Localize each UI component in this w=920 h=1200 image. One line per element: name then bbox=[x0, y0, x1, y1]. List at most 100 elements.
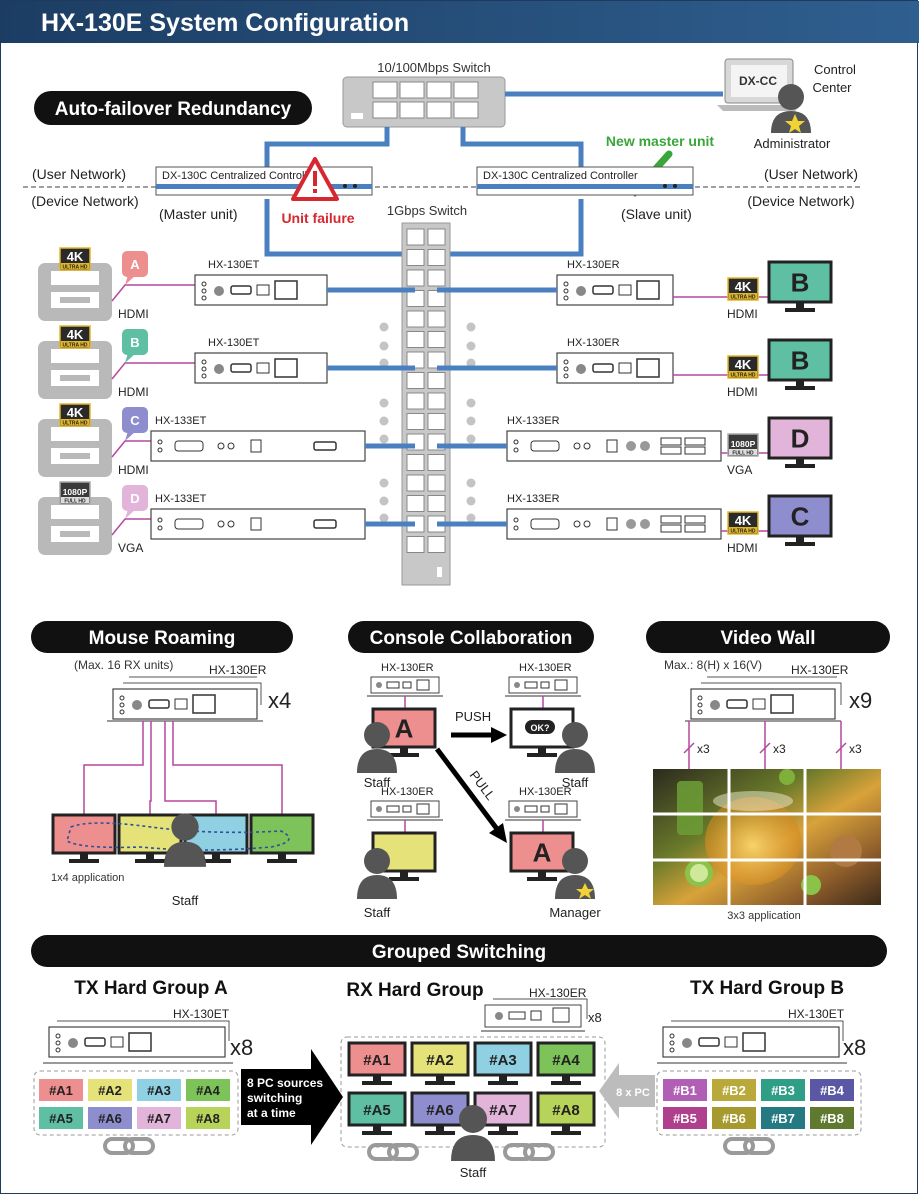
rj45-port bbox=[742, 1032, 766, 1052]
dot bbox=[379, 478, 389, 488]
pc-slot bbox=[60, 297, 90, 303]
switching-arrow: 8 PC sources switching at a time bbox=[241, 1049, 343, 1145]
source-port-label: HDMI bbox=[118, 307, 149, 321]
pull-arrow-head bbox=[489, 823, 507, 843]
source-bubble: D bbox=[122, 485, 148, 519]
dot bbox=[466, 322, 476, 332]
switch-1g-port bbox=[427, 249, 446, 266]
switch-1g-port bbox=[406, 474, 425, 492]
dxcc-label: DX-CC bbox=[739, 74, 777, 88]
usb-port bbox=[402, 805, 412, 813]
rj45-port bbox=[416, 679, 430, 691]
monitor-neck bbox=[796, 537, 804, 543]
badge-text: 4K bbox=[735, 357, 752, 372]
badge-text: 4K bbox=[67, 327, 84, 342]
console-model-label: HX-130ER bbox=[519, 662, 572, 674]
unit-led bbox=[563, 359, 569, 365]
switch-1g-port bbox=[406, 331, 425, 348]
switch-1g-slot bbox=[437, 567, 442, 577]
rj45-port bbox=[192, 694, 216, 714]
monitor-base bbox=[267, 859, 297, 863]
source-tile bbox=[137, 1107, 181, 1129]
source-tile-label: #B5 bbox=[673, 1111, 697, 1126]
switch-1g-port bbox=[427, 474, 446, 492]
hdmi-port bbox=[726, 699, 748, 709]
monitor-neck bbox=[796, 459, 804, 465]
hx130er-unit bbox=[690, 688, 836, 720]
rj45-port bbox=[552, 1007, 570, 1023]
section-title-video-wall: Video Wall bbox=[720, 628, 815, 649]
monitor-neck bbox=[278, 854, 286, 860]
monitor-cable bbox=[83, 721, 144, 815]
pc-slot bbox=[60, 375, 90, 381]
mouse-rx-device bbox=[107, 676, 263, 722]
dot bbox=[379, 513, 389, 523]
dot bbox=[379, 341, 389, 351]
unit-button bbox=[576, 364, 586, 374]
monitor-screen bbox=[767, 494, 833, 538]
header-bar: HX-130E System Configuration bbox=[1, 1, 919, 43]
monitor-neck bbox=[538, 748, 546, 754]
monitor-screen bbox=[347, 1091, 407, 1127]
monitor-base bbox=[551, 1131, 581, 1135]
display-port-label: VGA bbox=[727, 463, 752, 477]
monitor-letter: D bbox=[791, 423, 810, 453]
badge-sub: ULTRA HD bbox=[731, 529, 756, 535]
mouse-monitors bbox=[51, 721, 315, 867]
tx-b-model-label: HX-130ET bbox=[788, 1007, 845, 1021]
badge-sub: ULTRA HD bbox=[731, 295, 756, 301]
monitor-neck bbox=[146, 854, 154, 860]
monitor-letter: A bbox=[395, 713, 414, 743]
dot bbox=[466, 341, 476, 351]
section-title-mouse-roaming: Mouse Roaming bbox=[89, 628, 236, 649]
stack-edge bbox=[671, 1020, 844, 1041]
switch-1g-label: 1Gbps Switch bbox=[387, 203, 467, 218]
display-port-label: HDMI bbox=[727, 307, 758, 321]
controller-master-label: DX-130C Centralized Controller bbox=[162, 170, 317, 182]
monitor-icon bbox=[347, 1041, 407, 1085]
badge-text: 1080P bbox=[63, 487, 88, 497]
display-port-label: HDMI bbox=[727, 385, 758, 399]
hdmi-port bbox=[386, 805, 400, 813]
console-model-label: HX-130ER bbox=[381, 662, 434, 674]
dot bbox=[379, 358, 389, 368]
monitor-screen bbox=[473, 1041, 533, 1077]
unit-led bbox=[201, 359, 207, 365]
monitor-base bbox=[389, 753, 419, 757]
unit-button bbox=[626, 519, 636, 529]
rj45-port bbox=[684, 437, 706, 446]
wall-mult: x3 bbox=[773, 742, 786, 756]
switch-1g-port bbox=[427, 454, 446, 471]
monitor-base bbox=[389, 877, 419, 881]
person-icon bbox=[555, 848, 595, 899]
badge-text: 1080P bbox=[731, 439, 756, 449]
monitor-base bbox=[785, 386, 815, 390]
monitor-icon bbox=[51, 813, 117, 863]
bubble-tail bbox=[125, 353, 136, 363]
mouse-caption: 1x4 application bbox=[51, 872, 124, 884]
hx130er-unit-small bbox=[484, 1004, 582, 1028]
switch-1g-port bbox=[406, 536, 425, 553]
rj45-port bbox=[684, 515, 706, 524]
display-cable bbox=[673, 362, 782, 376]
source-bubble: B bbox=[122, 329, 148, 363]
pc-icon bbox=[38, 419, 112, 477]
monitor-base bbox=[551, 1081, 581, 1085]
monitor-neck bbox=[373, 1076, 381, 1082]
rx-model-label: HX-130ER bbox=[567, 337, 620, 349]
unit-led bbox=[563, 373, 569, 379]
unit-button bbox=[376, 682, 382, 688]
unit-led bbox=[563, 281, 569, 287]
staff-label: Staff bbox=[364, 905, 391, 920]
switch-1g-port bbox=[427, 536, 446, 553]
unit-led bbox=[563, 366, 569, 372]
laptop-icon: DX-CC bbox=[717, 58, 801, 111]
dot bbox=[379, 496, 389, 506]
control-center-label-1: Control bbox=[814, 62, 856, 77]
switch-1g-port bbox=[406, 372, 425, 389]
monitor-screen bbox=[767, 260, 833, 304]
push-arrow-head bbox=[491, 727, 507, 743]
